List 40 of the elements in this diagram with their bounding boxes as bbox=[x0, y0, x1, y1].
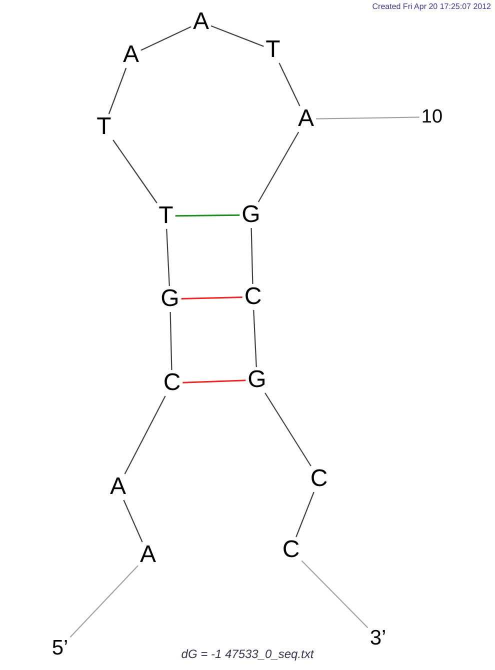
leader-line bbox=[301, 560, 368, 628]
base-letter: C bbox=[308, 466, 330, 492]
backbone-line bbox=[258, 132, 300, 202]
base-letter: A bbox=[191, 9, 211, 35]
base-letter: A bbox=[121, 42, 141, 68]
base-letter: A bbox=[138, 542, 158, 568]
base-pair-line bbox=[182, 380, 246, 384]
backbone-line bbox=[140, 26, 192, 51]
base-letter: T bbox=[264, 37, 282, 63]
timestamp-text: Created Fri Apr 20 17:25:07 2012 bbox=[372, 3, 491, 12]
leader-line bbox=[70, 565, 138, 638]
backbone-line bbox=[250, 228, 254, 284]
base-letter: G bbox=[246, 367, 268, 393]
base-pair-line bbox=[175, 214, 240, 217]
backbone-line bbox=[166, 228, 170, 286]
position-number: 10 bbox=[419, 106, 445, 128]
backbone-line bbox=[278, 62, 300, 106]
base-letter: T bbox=[156, 203, 176, 229]
base-letter: G bbox=[158, 286, 182, 312]
base-letter: C bbox=[242, 284, 264, 310]
backbone-line bbox=[296, 492, 314, 538]
base-letter: T bbox=[94, 114, 114, 140]
backbone-line bbox=[253, 310, 257, 368]
base-letter: C bbox=[280, 537, 302, 563]
backbone-line bbox=[210, 25, 264, 47]
base-pair-line bbox=[181, 296, 242, 300]
backbone-line bbox=[108, 68, 127, 114]
backbone-line bbox=[123, 500, 143, 542]
base-letter: G bbox=[240, 202, 262, 228]
backbone-line bbox=[264, 392, 312, 466]
caption: dG = -1 47533_0_seq.txt bbox=[181, 648, 314, 662]
base-letter: A bbox=[296, 106, 316, 132]
backbone-line bbox=[112, 140, 158, 204]
base-letter: A bbox=[108, 474, 128, 500]
backbone-line bbox=[170, 312, 172, 370]
base-letter: C bbox=[161, 370, 183, 396]
strand-end-label: 5’ bbox=[50, 636, 70, 660]
strand-end-label: 3’ bbox=[368, 626, 388, 650]
leader-line bbox=[316, 116, 420, 120]
backbone-line bbox=[124, 396, 166, 474]
